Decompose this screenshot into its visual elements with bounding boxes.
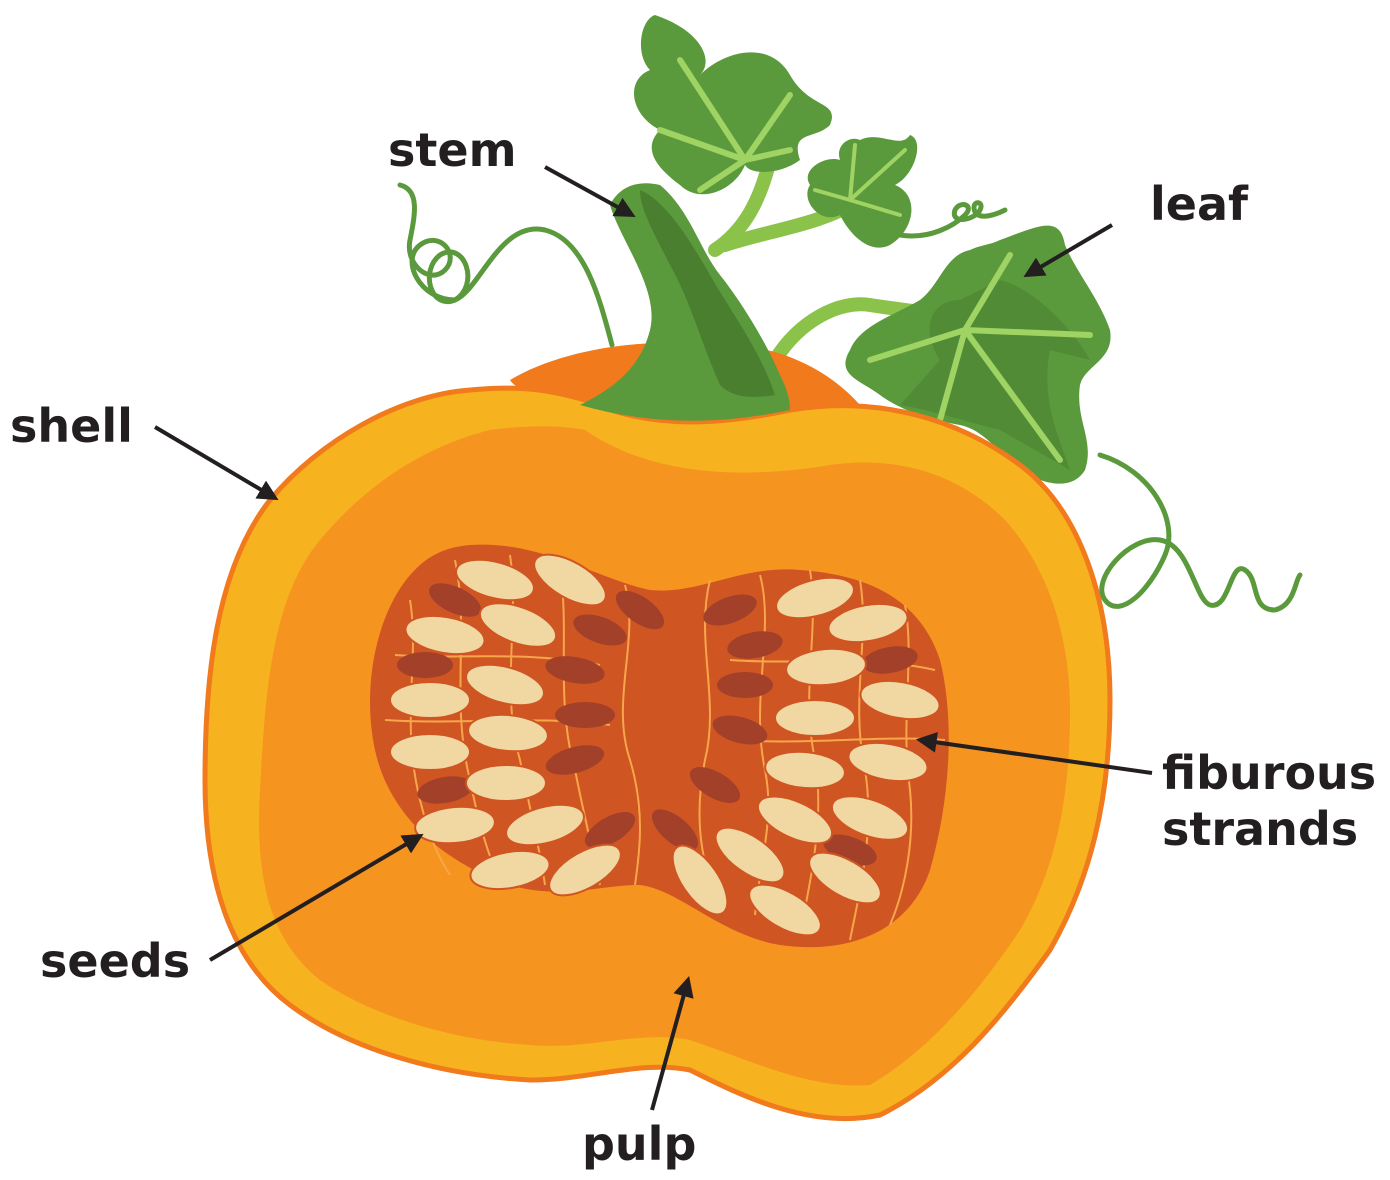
shell-label: shell xyxy=(10,400,133,452)
fibrous-strands-label: fiburous strands xyxy=(1162,745,1376,857)
leaf-top xyxy=(634,15,832,194)
left-tendril xyxy=(400,185,612,345)
stem-arrow xyxy=(545,167,632,215)
seeds-label: seeds xyxy=(40,935,190,987)
fibrous-strands-label-line1: fiburous xyxy=(1162,745,1376,801)
pulp-label: pulp xyxy=(582,1118,696,1170)
fibrous-strands-label-line2: strands xyxy=(1162,801,1376,857)
leaf-middle xyxy=(807,135,917,248)
right-tendril xyxy=(1100,455,1300,610)
top-tendril xyxy=(900,203,1005,236)
shell-arrow xyxy=(155,427,275,498)
leaf-label: leaf xyxy=(1150,178,1248,230)
stem-label: stem xyxy=(388,124,517,176)
